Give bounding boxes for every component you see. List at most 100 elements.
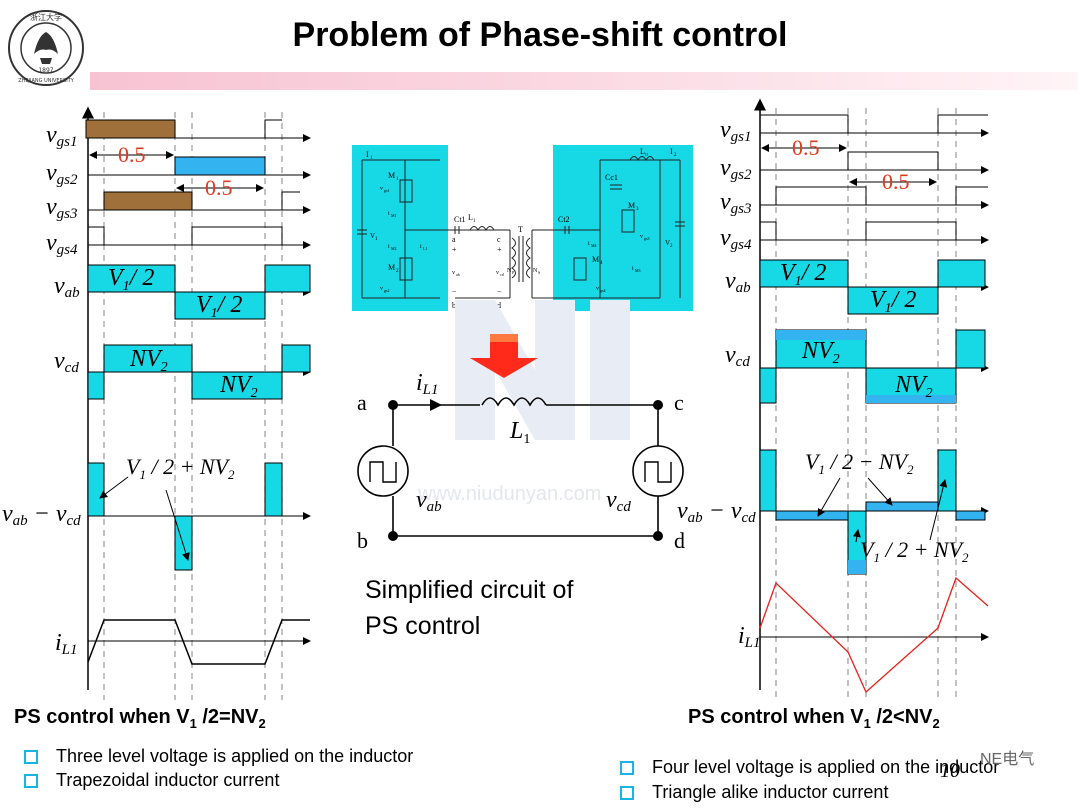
svg-text:−: − [497, 287, 502, 296]
svg-text:v: v [496, 270, 499, 276]
svg-text:−: − [452, 287, 457, 296]
svg-text:1: 1 [370, 156, 373, 161]
label-il1-circuit: iL1 [416, 370, 439, 398]
svg-text:gs4: gs4 [600, 288, 606, 293]
svg-text:2: 2 [674, 153, 677, 158]
label-vab: vab [54, 273, 80, 301]
svg-text:a: a [452, 235, 456, 244]
label-vgs1-right: vgs1 [720, 117, 752, 145]
simplified-circuit [357, 397, 684, 541]
svg-text:ZHEJIANG UNIVERSITY: ZHEJIANG UNIVERSITY [18, 78, 75, 84]
node-b: b [357, 528, 368, 553]
right-vcd-pos: NV2 [801, 338, 840, 367]
svg-text:1: 1 [396, 177, 399, 182]
right-phase-label-1: 0.5 [792, 135, 820, 160]
svg-text:+: + [497, 245, 502, 254]
label-vab-right: vab [725, 268, 751, 296]
left-bullet-1: Three level voltage is applied on the in… [24, 746, 413, 767]
node-c: c [674, 390, 684, 415]
svg-text:L: L [468, 213, 473, 222]
svg-text:L1: L1 [423, 246, 427, 251]
svg-text:v: v [380, 286, 383, 292]
svg-text:gs3: gs3 [644, 236, 650, 241]
node-a: a [357, 390, 367, 415]
university-logo: 浙江大学 1897 ZHEJIANG UNIVERSITY [8, 10, 84, 86]
caption-line-1: Simplified circuit of [365, 576, 574, 604]
svg-text:T: T [518, 225, 523, 234]
right-diff-label-minus: V1 / 2 − NV2 [805, 449, 914, 477]
right-bullet-2: Triangle alike inductor current [620, 782, 888, 803]
svg-text:M1: M1 [391, 213, 397, 218]
left-bullet-2: Trapezoidal inductor current [24, 770, 279, 791]
svg-text:M: M [628, 201, 635, 210]
svg-text:4: 4 [600, 261, 603, 266]
svg-text:I: I [670, 147, 673, 156]
svg-text:M4: M4 [591, 243, 597, 248]
right-vab-neg: V1/ 2 [870, 287, 916, 316]
right-waveforms [754, 98, 989, 700]
svg-text:M: M [388, 263, 395, 272]
svg-text:1897: 1897 [38, 67, 53, 74]
svg-text:O: O [645, 152, 648, 157]
svg-text:M: M [388, 171, 395, 180]
svg-text:M: M [592, 255, 599, 264]
page-number: 10 [940, 760, 960, 782]
right-caption: PS control when V1 /2<NV2 [688, 706, 940, 731]
svg-text:L: L [640, 147, 645, 156]
label-vgs3-right: vgs3 [720, 189, 752, 217]
svg-text:2: 2 [670, 244, 673, 249]
down-arrow-icon [470, 334, 538, 378]
svg-text:Cc1: Cc1 [605, 173, 618, 182]
left-waveforms [82, 106, 311, 700]
svg-text:2: 2 [396, 269, 399, 274]
brand-watermark: NE电气 [980, 751, 1035, 768]
svg-text:v: v [452, 270, 455, 276]
label-vgs1: vgs1 [46, 122, 78, 150]
label-vab-minus-vcd: vab − vcd [2, 501, 81, 529]
svg-text:N: N [533, 268, 538, 274]
label-vcd-right: vcd [725, 342, 750, 370]
svg-text:V: V [370, 232, 375, 240]
svg-text:Ct1: Ct1 [454, 215, 466, 224]
label-vcd: vcd [54, 348, 79, 376]
label-vgs2-right: vgs2 [720, 155, 752, 183]
svg-text:+: + [452, 245, 457, 254]
label-vgs4: vgs4 [46, 230, 78, 258]
left-phase-label-2: 0.5 [205, 175, 233, 200]
svg-text:S: S [538, 270, 540, 275]
svg-text:1: 1 [473, 219, 476, 224]
right-bullet-1: Four level voltage is applied on the ind… [620, 757, 999, 778]
svg-text:N: N [507, 268, 512, 274]
left-vab-neg: V1/ 2 [196, 292, 242, 321]
center-watermark-logo [455, 300, 630, 440]
simplified-circuit-caption: Simplified circuit of PS control [365, 572, 573, 644]
header-banner [90, 72, 1078, 90]
right-phase-label-2: 0.5 [882, 169, 910, 194]
svg-text:i: i [388, 244, 390, 250]
svg-text:v: v [640, 234, 643, 240]
svg-text:d: d [497, 301, 501, 310]
left-phase-label-1: 0.5 [118, 142, 146, 167]
svg-text:i: i [420, 244, 422, 250]
svg-text:i: i [632, 266, 634, 272]
bullet-square-icon [620, 760, 634, 775]
left-vab-pos: V1/ 2 [108, 265, 154, 294]
bullet-square-icon [620, 785, 634, 800]
svg-text:Ct2: Ct2 [558, 215, 570, 224]
svg-text:3: 3 [636, 207, 639, 212]
caption-line-2: PS control [365, 612, 481, 640]
svg-text:cd: cd [500, 272, 504, 277]
left-caption: PS control when V1 /2=NV2 [14, 706, 266, 731]
svg-text:v: v [596, 286, 599, 292]
right-diff-label-plus: V1 / 2 + NV2 [860, 537, 969, 565]
watermark-url: www.niudunyan.com [417, 483, 601, 505]
node-d: d [674, 528, 685, 553]
svg-text:I: I [366, 150, 369, 159]
label-il1: iL1 [55, 630, 78, 658]
svg-text:P: P [512, 270, 515, 275]
svg-text:gs1: gs1 [384, 188, 390, 193]
label-vgs2: vgs2 [46, 160, 78, 188]
svg-text:M3: M3 [635, 268, 641, 273]
